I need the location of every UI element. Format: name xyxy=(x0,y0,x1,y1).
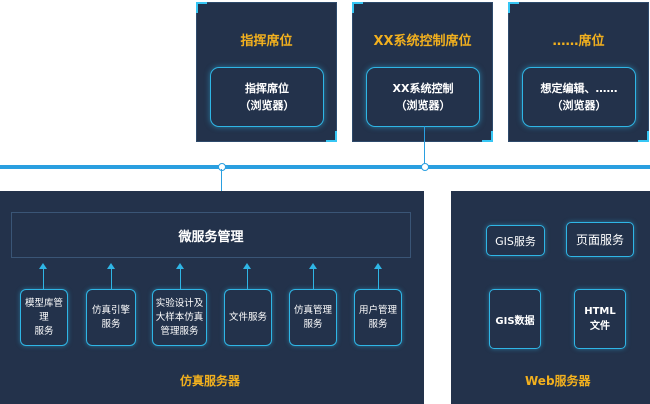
html-file-label: 文件 xyxy=(590,321,610,332)
service-label: 用户管理 xyxy=(358,304,397,316)
seat-panel-system-control: XX系统控制席位 XX系统控制 （浏览器） xyxy=(352,2,493,142)
bus-node xyxy=(218,163,226,171)
service-label: 服务 xyxy=(303,318,323,330)
arrow-up-icon xyxy=(39,263,47,269)
arrow-line xyxy=(111,268,112,289)
corner-decoration xyxy=(508,2,519,13)
seat-panel-command: 指挥席位 指挥席位 （浏览器） xyxy=(196,2,337,142)
bus-node xyxy=(421,163,429,171)
gis-service-label: GIS服务 xyxy=(495,234,536,248)
simulation-server-label: 仿真服务器 xyxy=(180,374,241,388)
seat-title: XX系统控制席位 xyxy=(373,34,472,49)
gis-data-label: GIS数据 xyxy=(495,315,535,327)
service-label: 服务 xyxy=(101,318,121,330)
network-bus-line xyxy=(0,165,650,169)
seat-browser-name: 想定编辑、…… xyxy=(540,82,618,95)
corner-decoration xyxy=(326,131,337,142)
service-user-management: 用户管理 服务 xyxy=(354,289,402,346)
seat-browser-note: （浏览器） xyxy=(551,99,607,112)
gis-service-box: GIS服务 xyxy=(486,225,545,256)
service-file: 文件服务 xyxy=(224,289,272,346)
service-label: 实验设计及 xyxy=(155,297,204,309)
service-label: 管理服务 xyxy=(160,325,199,337)
arrow-line xyxy=(313,268,314,289)
service-model-library: 模型库管理 服务 xyxy=(20,289,68,346)
arrow-up-icon xyxy=(243,263,251,269)
microservice-label: 微服务管理 xyxy=(178,229,244,245)
arrow-up-icon xyxy=(309,263,317,269)
service-label: 服务 xyxy=(368,318,388,330)
html-file-box: HTML 文件 xyxy=(574,289,626,349)
service-simulation-engine: 仿真引擎 服务 xyxy=(86,289,136,346)
arrow-line xyxy=(43,268,44,289)
web-server-panel xyxy=(451,191,650,404)
corner-decoration xyxy=(638,131,649,142)
service-label: 服务 xyxy=(34,325,54,337)
web-server-label: Web服务器 xyxy=(525,374,591,388)
service-simulation-management: 仿真管理 服务 xyxy=(289,289,337,346)
seat-browser-note: （浏览器） xyxy=(239,99,295,112)
corner-decoration xyxy=(352,2,363,13)
seat-title: ……席位 xyxy=(552,34,605,49)
service-label: 大样本仿真 xyxy=(155,311,204,323)
seat-title: 指挥席位 xyxy=(240,34,293,49)
arrow-line xyxy=(180,268,181,289)
arrow-line xyxy=(378,268,379,289)
corner-decoration xyxy=(482,131,493,142)
seat-browser-box: XX系统控制 （浏览器） xyxy=(366,67,480,127)
seat-browser-box: 指挥席位 （浏览器） xyxy=(210,67,324,127)
seat-panel-other: ……席位 想定编辑、…… （浏览器） xyxy=(508,2,649,142)
corner-decoration xyxy=(196,2,207,13)
service-label: 仿真引擎 xyxy=(91,304,130,316)
microservice-management-box: 微服务管理 xyxy=(11,212,411,258)
seat-browser-note: （浏览器） xyxy=(395,99,451,112)
seat-browser-box: 想定编辑、…… （浏览器） xyxy=(522,67,636,127)
arrow-up-icon xyxy=(176,263,184,269)
simulation-server-panel xyxy=(0,191,424,404)
html-file-label: HTML xyxy=(584,306,616,317)
page-service-box: 页面服务 xyxy=(566,222,634,257)
seat-connector-line xyxy=(424,126,425,166)
arrow-up-icon xyxy=(374,263,382,269)
seat-browser-name: XX系统控制 xyxy=(392,82,454,95)
page-service-label: 页面服务 xyxy=(575,233,624,247)
gis-data-box: GIS数据 xyxy=(489,289,541,349)
arrow-line xyxy=(247,268,248,289)
service-label: 模型库管理 xyxy=(24,297,63,323)
bus-drop-line xyxy=(221,169,222,191)
service-experiment-design: 实验设计及 大样本仿真 管理服务 xyxy=(152,289,207,346)
service-label: 文件服务 xyxy=(228,311,267,323)
arrow-up-icon xyxy=(107,263,115,269)
service-label: 仿真管理 xyxy=(293,304,332,316)
seat-browser-name: 指挥席位 xyxy=(245,82,289,95)
